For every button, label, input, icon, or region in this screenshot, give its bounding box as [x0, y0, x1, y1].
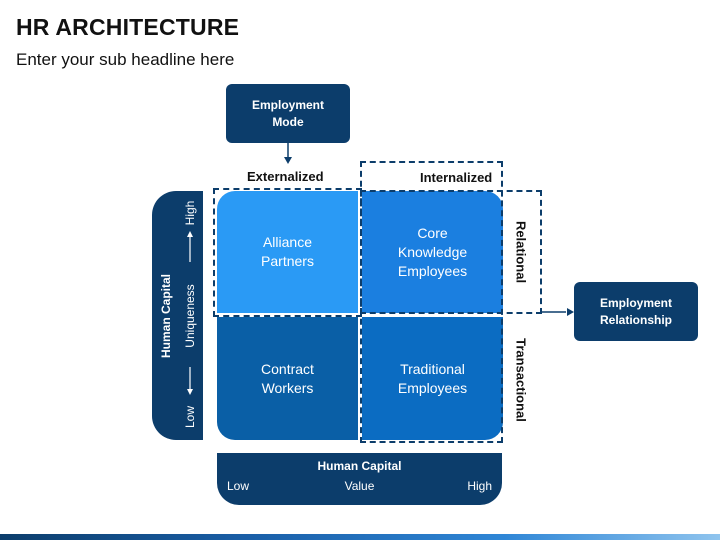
arrow-down-icon	[284, 157, 292, 164]
employment-mode-box: Employment Mode	[226, 84, 350, 143]
arrow-up-icon	[187, 231, 193, 237]
relational-dashed-outline	[360, 190, 542, 314]
arrow-down-icon-y	[187, 389, 193, 395]
quadrant-contract-workers: Contract Workers	[217, 317, 358, 440]
quadrant-core-knowledge-label: Core Knowledge Employees	[397, 224, 468, 279]
column-label-internalized: Internalized	[420, 170, 493, 185]
quadrant-traditional-employees: Traditional Employees	[362, 317, 503, 440]
page-title: HR ARCHITECTURE	[16, 14, 240, 40]
page-subtitle: Enter your sub headline here	[16, 50, 235, 69]
quadrant-core-knowledge-employees: Core Knowledge Employees	[362, 191, 503, 313]
footer-gradient-bar	[0, 534, 720, 540]
x-axis-subtitle: Value	[344, 479, 375, 493]
x-axis-low-label: Low	[227, 479, 250, 493]
employment-relationship-label: Employment Relationship	[599, 295, 672, 327]
employment-relationship-box: Employment Relationship	[574, 282, 698, 341]
quadrant-alliance-partners-label: Alliance Partners	[261, 234, 314, 269]
quadrant-traditional-employees-label: Traditional Employees	[397, 360, 468, 396]
column-label-externalized: Externalized	[247, 169, 324, 184]
y-axis-bar	[152, 191, 203, 440]
x-axis-bar: Human Capital Low Value High	[217, 453, 502, 505]
quadrant-contract-workers-label: Contract Workers	[261, 360, 314, 396]
employment-mode-label: Employment Mode	[251, 97, 324, 129]
x-axis-high-label: High	[467, 479, 492, 493]
quadrant-alliance-partners: Alliance Partners	[217, 191, 358, 313]
arrow-right-icon	[567, 308, 574, 316]
x-axis-title: Human Capital	[317, 459, 402, 473]
